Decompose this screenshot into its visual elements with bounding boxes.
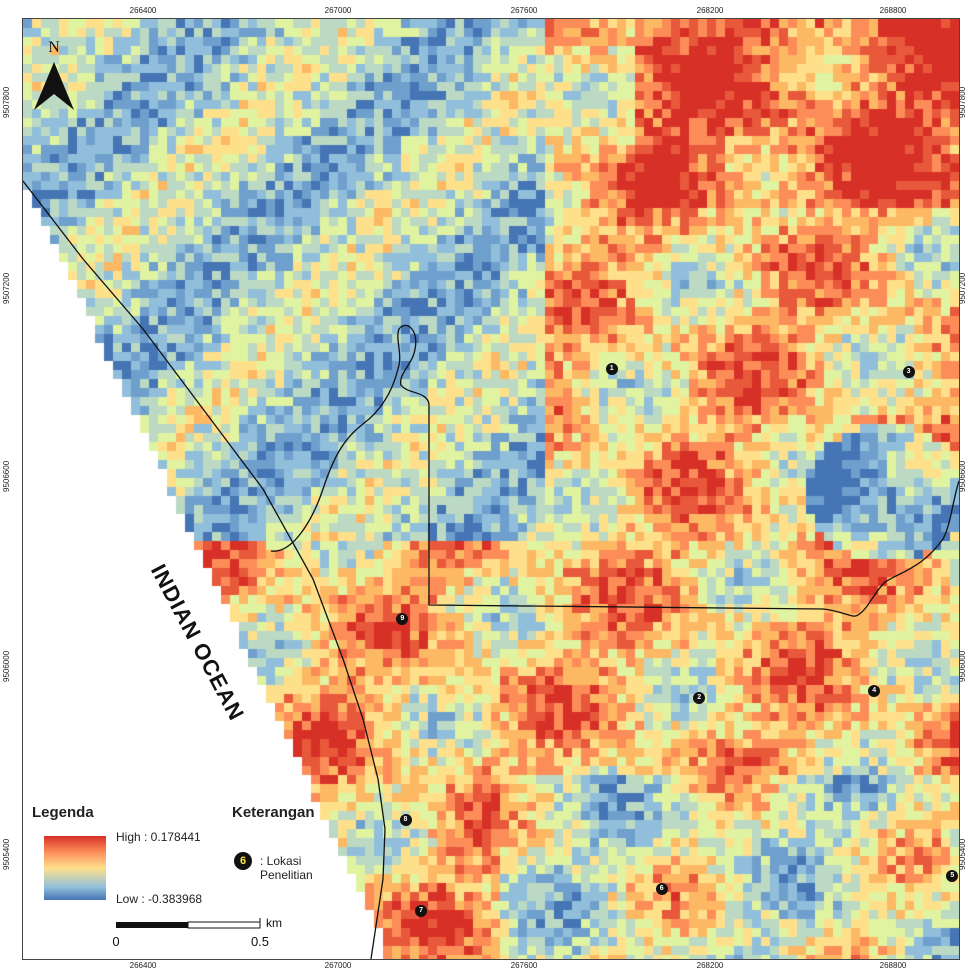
x-tick-top: 268200 [696, 6, 724, 15]
y-tick-left: 9506600 [2, 460, 11, 492]
site-marker-6: 6 [655, 882, 668, 895]
coastline [23, 180, 386, 959]
map-frame [22, 18, 960, 960]
site-marker-1: 1 [605, 362, 618, 375]
y-tick-left: 9507800 [2, 86, 11, 118]
x-tick-bottom: 268200 [696, 961, 724, 970]
x-tick-top: 267600 [510, 6, 538, 15]
x-tick-top: 267000 [324, 6, 352, 15]
site-marker-2: 2 [693, 691, 706, 704]
x-tick-bottom: 267600 [510, 961, 538, 970]
site-marker-3: 3 [902, 365, 915, 378]
site-marker-5: 5 [946, 870, 959, 883]
scale-bar: 0 0.5 km [112, 918, 282, 949]
keterangan-title: Keterangan [232, 804, 315, 821]
legend-low-label: Low : -0.383968 [116, 892, 203, 906]
scale-unit-label: km [266, 918, 282, 930]
y-tick-left: 9507200 [2, 272, 11, 304]
site-marker-sample-icon: 6 [234, 852, 252, 870]
boundary-overlay [23, 180, 959, 959]
scale-zero-label: 0 [112, 934, 119, 949]
scale-half-label: 0.5 [251, 934, 269, 949]
x-tick-top: 266400 [129, 6, 157, 15]
x-tick-bottom: 266400 [129, 961, 157, 970]
x-tick-bottom: 267000 [324, 961, 352, 970]
legend: Legenda High : 0.178441 Low : -0.383968 … [26, 800, 346, 950]
y-tick-left: 9505400 [2, 838, 11, 870]
x-tick-bottom: 268800 [879, 961, 907, 970]
site-marker-9: 9 [396, 613, 409, 626]
site-marker-8: 8 [399, 813, 412, 826]
site-marker-7: 7 [415, 904, 428, 917]
site-marker-4: 4 [868, 685, 881, 698]
keterangan-label: : Lokasi Penelitian [260, 854, 313, 882]
north-label: N [48, 39, 60, 56]
north-arrow-icon: N [34, 39, 74, 110]
index-raster [23, 19, 959, 959]
y-tick-left: 9506000 [2, 650, 11, 682]
legend-title: Legenda [32, 804, 94, 821]
x-tick-top: 268800 [879, 6, 907, 15]
study-area-boundary [270, 324, 959, 617]
legend-gradient [44, 836, 106, 900]
legend-high-label: High : 0.178441 [116, 830, 201, 844]
